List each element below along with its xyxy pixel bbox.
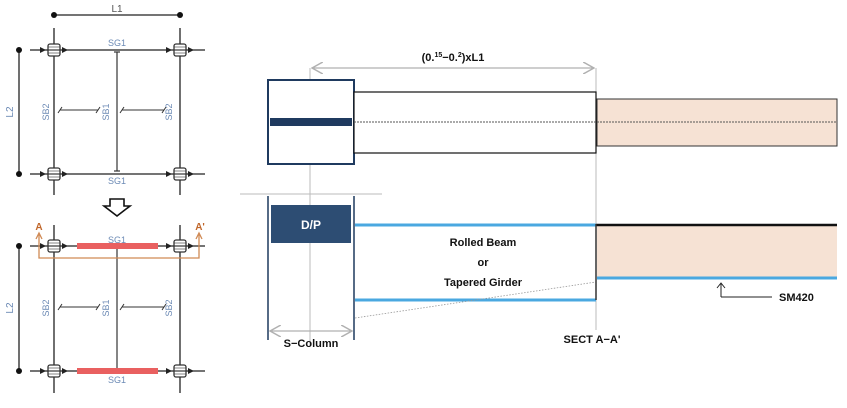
column-node bbox=[165, 43, 195, 57]
column-node bbox=[165, 364, 195, 378]
girder-highlight-top bbox=[77, 243, 158, 249]
span-arrow bbox=[119, 106, 167, 114]
beam-label-left: SB2 bbox=[41, 103, 51, 120]
material-label: SM420 bbox=[779, 292, 814, 304]
beam-label-mid: SB1 bbox=[101, 103, 111, 120]
plan-top: L1 L2 SG1 SG1 SB2 SB1 SB2 bbox=[5, 4, 205, 195]
column-node bbox=[165, 239, 195, 253]
dim-dot bbox=[177, 12, 183, 18]
girder-label-bottom: SG1 bbox=[108, 176, 126, 186]
span-arrow bbox=[57, 303, 101, 311]
dim-dot bbox=[16, 47, 22, 53]
girder-label-bottom: SG1 bbox=[108, 375, 126, 385]
dim-label-l1: L1 bbox=[111, 4, 123, 15]
dp-label: D/P bbox=[301, 218, 321, 232]
dim-label-l2: L2 bbox=[5, 106, 16, 118]
down-arrow-icon bbox=[101, 198, 133, 218]
section-peach bbox=[597, 225, 837, 278]
column-node bbox=[39, 167, 69, 181]
beam-type-line2: or bbox=[478, 257, 490, 269]
column-node bbox=[165, 167, 195, 181]
column-node bbox=[39, 43, 69, 57]
column-web bbox=[270, 118, 352, 126]
dimension-label: (0.15−0.2)xL1 bbox=[422, 52, 485, 64]
girder-highlight-bottom bbox=[77, 368, 158, 374]
dim-label-l2: L2 bbox=[5, 302, 16, 314]
girder-label-top: SG1 bbox=[108, 235, 126, 245]
column-node bbox=[39, 239, 69, 253]
dim-dot bbox=[16, 368, 22, 374]
section-label-a-prime: A' bbox=[195, 222, 205, 233]
beam-label-left: SB2 bbox=[41, 299, 51, 316]
column-node bbox=[39, 364, 69, 378]
girder-label-top: SG1 bbox=[108, 38, 126, 48]
diaphragm-plate bbox=[271, 205, 351, 243]
dim-dot bbox=[16, 171, 22, 177]
span-arrow bbox=[57, 106, 101, 114]
section-label-a: A bbox=[35, 222, 42, 233]
span-arrow bbox=[119, 303, 167, 311]
dim-dot bbox=[51, 12, 57, 18]
column-label: S−Column bbox=[284, 338, 339, 350]
elevation: (0.15−0.2)xL1 D/P Rolled Beam or Tapered… bbox=[240, 52, 838, 350]
section-cut-line bbox=[38, 234, 200, 259]
section-label: SECT A−A' bbox=[564, 334, 621, 346]
beam-label-right: SB2 bbox=[164, 299, 174, 316]
material-leader bbox=[716, 282, 772, 298]
beam-label-mid: SB1 bbox=[101, 299, 111, 316]
plan-bottom: L2 A A' SG1 SG1 SB2 SB1 SB2 bbox=[5, 222, 205, 393]
beam-type-line3: Tapered Girder bbox=[444, 277, 523, 289]
dim-dot bbox=[16, 243, 22, 249]
beam-type-line1: Rolled Beam bbox=[450, 237, 517, 249]
beam-label-right: SB2 bbox=[164, 103, 174, 120]
